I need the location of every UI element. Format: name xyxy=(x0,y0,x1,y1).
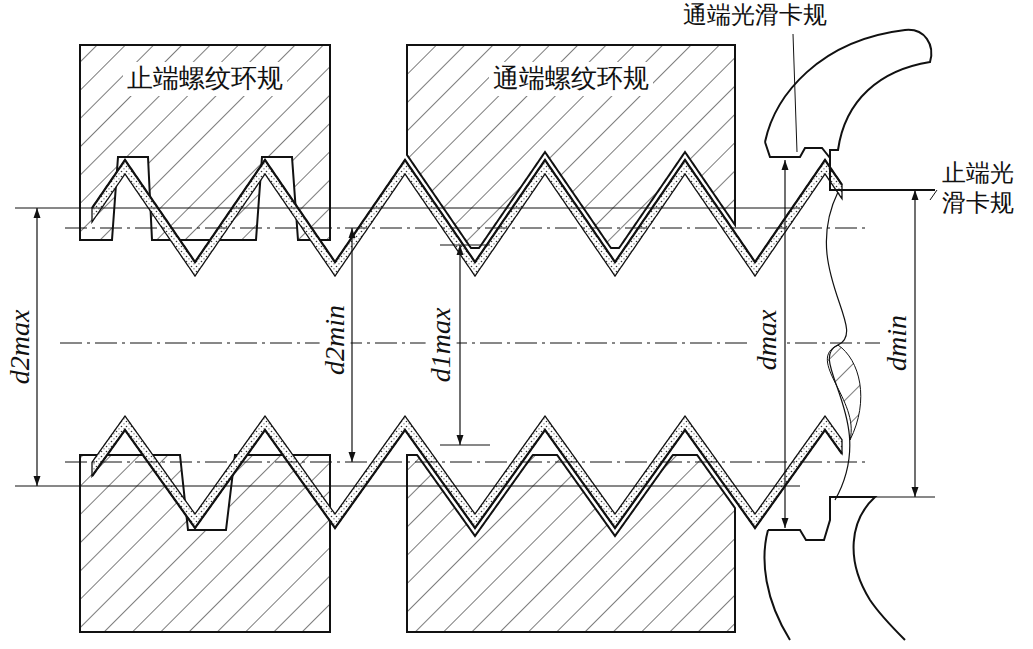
gauge-name: 通端螺纹环规 xyxy=(489,62,653,96)
snap-gauge-name: 通端光滑卡规 xyxy=(683,2,827,28)
snap-gauge-lower-jaw xyxy=(764,530,790,640)
thread-profile xyxy=(92,160,842,262)
pitch-line xyxy=(15,208,800,209)
pitch-line xyxy=(65,462,870,463)
dimension-line xyxy=(36,208,37,486)
extension-line xyxy=(440,245,490,246)
thread-profile xyxy=(92,430,842,528)
tolerance-zone xyxy=(92,160,842,276)
snap-gauge-lower-jaw xyxy=(768,497,905,640)
dimension-label: dmin xyxy=(882,313,913,373)
ring-gauge-label-area: 通端螺纹环规 xyxy=(409,62,733,96)
dimension-label: dmax xyxy=(752,308,783,373)
ring-gauges xyxy=(80,45,735,632)
snap-gauge xyxy=(764,30,937,640)
snap-gauge-name: 止端光滑卡规 xyxy=(942,158,1028,218)
leader-line xyxy=(930,190,937,200)
ring-gauge-section xyxy=(407,45,735,248)
dimension-line xyxy=(351,228,352,462)
leader-line xyxy=(793,34,797,152)
pitch-line xyxy=(15,486,800,487)
ring-gauge-section xyxy=(407,455,735,632)
tolerance-zone-ground xyxy=(92,160,842,276)
gauge-name: 止端螺纹环规 xyxy=(123,62,287,96)
pitch-line xyxy=(65,228,870,229)
snap-gauge-upper-jaw xyxy=(765,30,935,190)
dimension-label: d2max xyxy=(5,308,36,387)
ring-gauge-section xyxy=(80,455,330,632)
snap-gauge-go-face xyxy=(765,142,830,158)
dimension-label: d1max xyxy=(426,306,457,385)
reference-lines xyxy=(15,160,935,528)
dimension-line xyxy=(914,190,915,497)
ring-gauge-label-area: 止端螺纹环规 xyxy=(82,62,328,96)
section-lens xyxy=(827,345,860,440)
dimension-line xyxy=(459,245,460,445)
extension-line xyxy=(440,445,490,446)
screw-thread xyxy=(92,160,842,528)
tolerance-zone xyxy=(92,416,842,528)
dimension-line xyxy=(784,160,785,528)
tolerance-zone-ground xyxy=(92,416,842,528)
dimension-label: d2min xyxy=(320,303,351,377)
